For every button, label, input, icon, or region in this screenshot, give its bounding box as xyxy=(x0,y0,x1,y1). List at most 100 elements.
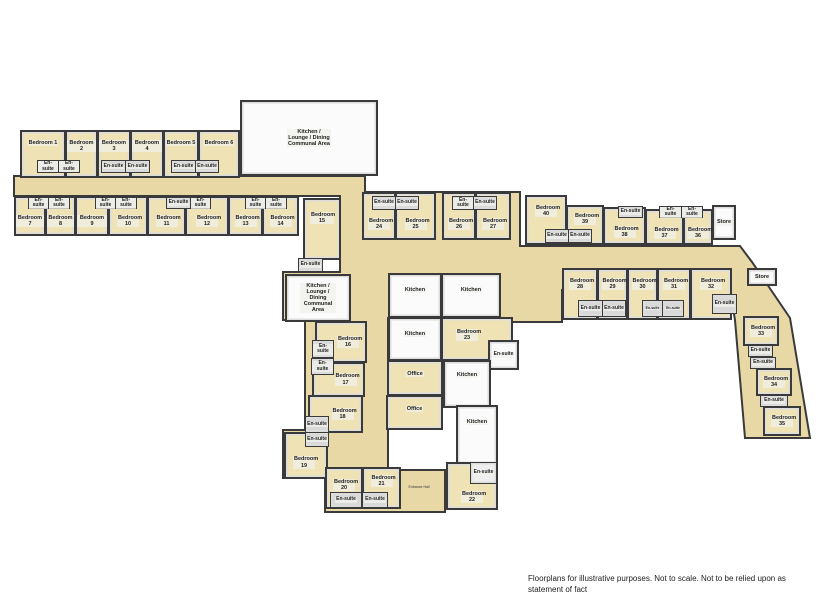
kitchen-lounge-communal-area: Kitchen / Lounge / Dining Communal Area xyxy=(240,100,378,176)
room-label: En-suite xyxy=(546,232,568,239)
room-label: Bedroom 30 xyxy=(631,278,657,291)
room-label: En-suite xyxy=(644,305,661,311)
room-label: Bedroom 15 xyxy=(310,212,336,225)
room-label: En-suite xyxy=(472,469,495,476)
room-label: Bedroom 35 xyxy=(771,414,797,428)
ensuite: En-suite xyxy=(748,345,773,357)
room-label: En-suite xyxy=(492,351,515,358)
room-label: En-suite xyxy=(682,206,702,218)
room-label: En-suite xyxy=(619,208,642,215)
room-label: Bedroom 2 xyxy=(67,140,96,153)
room-label: Bedroom 28 xyxy=(569,278,595,291)
room-label: Bedroom 4 xyxy=(132,140,162,153)
room-label: En-suite xyxy=(335,496,357,503)
room-label: En-suite xyxy=(579,304,602,312)
room-label: Bedroom 11 xyxy=(155,214,181,228)
ensuite: En-suite xyxy=(452,196,474,210)
ensuite: En-suite xyxy=(659,206,682,218)
office-1: Office xyxy=(387,360,443,396)
room-label: En-suite xyxy=(396,199,418,206)
room-label: En-suite xyxy=(313,343,333,355)
kitchen-3: Kitchen xyxy=(388,317,442,361)
room-label: En-suite xyxy=(299,261,322,268)
room-label: En-suite xyxy=(364,496,386,503)
room-label: En-suite xyxy=(196,162,218,170)
room-label: Bedroom 14 xyxy=(269,214,295,228)
room-label: En-suite xyxy=(713,300,736,307)
ensuite: En-suite xyxy=(545,229,569,243)
room-label: En-suite xyxy=(474,199,496,206)
kitchen-1: Kitchen xyxy=(388,273,442,318)
ensuite: En-suite xyxy=(470,462,497,484)
disclaimer-text: Floorplans for illustrative purposes. No… xyxy=(528,574,786,594)
room-label: Store xyxy=(715,219,733,226)
room-label: Bedroom 12 xyxy=(196,214,222,228)
room-label: Bedroom 26 xyxy=(448,217,474,231)
ensuite: En-suite xyxy=(115,197,137,209)
room-label: Bedroom 17 xyxy=(334,373,360,386)
ensuite: En-suite xyxy=(48,197,70,209)
room-label: Bedroom 19 xyxy=(293,456,319,469)
room-label: Kitchen xyxy=(403,287,427,294)
room-label: Entrance Hall xyxy=(408,485,430,489)
ensuite: En-suite xyxy=(166,197,191,209)
bedroom-5: Bedroom 5 xyxy=(163,130,199,178)
room-label: Bedroom 20 xyxy=(333,479,359,492)
ensuite: En-suite xyxy=(642,300,663,317)
room-label: Store xyxy=(753,273,771,281)
ensuite: En-suite xyxy=(602,300,626,317)
room-label: En-suite xyxy=(306,420,328,428)
room-label: Bedroom 33 xyxy=(750,324,776,338)
ensuite: En-suite xyxy=(28,197,49,209)
ensuite: En-suite xyxy=(312,340,334,358)
room-label: Bedroom 27 xyxy=(482,217,508,231)
room-label: Kitchen xyxy=(455,372,479,379)
ensuite: En-suite xyxy=(395,196,419,210)
ensuite: En-suite xyxy=(305,432,329,447)
room-label: Bedroom 3 xyxy=(99,140,129,153)
store: Store xyxy=(712,205,736,240)
room-label: En-suite xyxy=(102,162,125,170)
room-label: En-suite xyxy=(96,197,115,209)
bedroom-15: Bedroom 15 xyxy=(303,198,341,260)
ensuite-23: En-suite xyxy=(488,340,519,370)
room-label: En-suite xyxy=(191,197,210,209)
ensuite: En-suite xyxy=(171,160,196,173)
room-label: Bedroom 29 xyxy=(601,278,627,291)
room-label: Bedroom 24 xyxy=(368,217,394,231)
ensuite: En-suite xyxy=(311,358,334,375)
room-label: Kitchen xyxy=(465,419,489,426)
room-label: Kitchen xyxy=(403,331,427,338)
ensuite: En-suite xyxy=(190,197,211,209)
ensuite: En-suite xyxy=(58,160,80,173)
room-label: En-suite xyxy=(172,162,195,170)
room-label: Bedroom 1 xyxy=(27,140,59,147)
office-2: Office xyxy=(386,395,443,430)
room-label: En-suite xyxy=(373,199,395,206)
room-label: En-suite xyxy=(246,197,265,209)
room-label: Bedroom 23 xyxy=(456,329,482,342)
room-label: Bedroom 21 xyxy=(370,475,396,488)
room-label: En-suite xyxy=(306,435,328,443)
ensuite: En-suite xyxy=(125,160,150,173)
room-label: Bedroom 5 xyxy=(165,140,197,147)
room-label: Bedroom 31 xyxy=(663,278,689,291)
room-label: En-suite xyxy=(749,347,772,354)
room-label: Bedroom 13 xyxy=(234,214,260,228)
room-label: Bedroom 38 xyxy=(613,225,639,239)
ensuite: En-suite xyxy=(95,197,116,209)
ensuite: En-suite xyxy=(101,160,126,173)
ensuite: En-suite xyxy=(662,300,684,317)
room-label: En-suite xyxy=(59,160,79,172)
room-label: Kitchen xyxy=(459,287,483,294)
room-label: En-suite xyxy=(49,197,69,209)
room-label: Kitchen / Lounge / Dining Communal Area xyxy=(287,128,331,148)
ensuite: En-suite xyxy=(298,258,323,272)
room-label: Bedroom 16 xyxy=(337,335,363,349)
room-label: En-suite xyxy=(312,360,333,372)
ensuite: En-suite xyxy=(681,206,703,218)
room-label: Bedroom 10 xyxy=(117,214,143,228)
bedroom-33: Bedroom 33 xyxy=(743,316,779,346)
room-label: Office xyxy=(405,406,424,413)
ensuite: En-suite xyxy=(305,416,329,433)
